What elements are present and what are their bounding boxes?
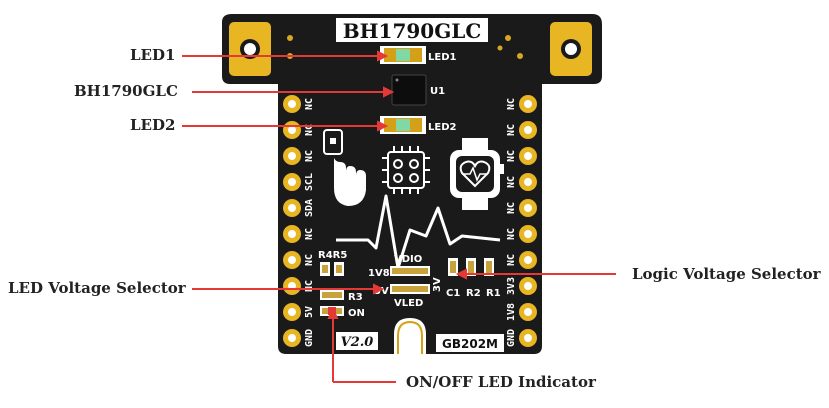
right-pin-label: NC bbox=[506, 176, 517, 188]
silk-r3: R3 bbox=[348, 292, 363, 303]
silk-led1: LED1 bbox=[428, 52, 457, 63]
left-pin-hole bbox=[288, 100, 296, 108]
right-pin-hole bbox=[524, 282, 532, 290]
silk-led2: LED2 bbox=[428, 122, 457, 133]
right-pin-hole bbox=[524, 256, 532, 264]
right-pin-hole bbox=[524, 230, 532, 238]
r3-pads bbox=[320, 290, 344, 300]
board-title: BH1790GLC bbox=[343, 19, 482, 43]
silk-vled: VLED bbox=[394, 298, 423, 309]
hand-icon bbox=[323, 129, 366, 206]
led2-component bbox=[380, 116, 426, 134]
left-pin-label: 5V bbox=[304, 306, 315, 318]
callout-on-off-led-indicator: ON/OFF LED Indicator bbox=[406, 373, 596, 391]
left-pin-label: SDA bbox=[304, 199, 315, 217]
callout-chip: BH1790GLC bbox=[74, 82, 178, 100]
right-pin-label: 3V3 bbox=[506, 277, 517, 295]
left-pin-label: GND bbox=[304, 329, 315, 347]
left-pin-label: NC bbox=[304, 280, 315, 292]
left-pin-hole bbox=[288, 256, 296, 264]
right-pin-label: GND bbox=[506, 329, 517, 347]
heartbeat-wave bbox=[336, 194, 501, 270]
left-pin-label: NC bbox=[304, 228, 315, 240]
right-pin-hole bbox=[524, 308, 532, 316]
silk-1v8: 1V8 bbox=[368, 268, 390, 279]
left-pin-label: NC bbox=[304, 254, 315, 266]
right-pin-hole bbox=[524, 204, 532, 212]
callout-logic-voltage-selector: Logic Voltage Selector bbox=[632, 265, 821, 283]
mounting-hole-right bbox=[550, 22, 592, 76]
silk-vdio: VDIO bbox=[394, 254, 422, 265]
silk-on: ON bbox=[348, 308, 365, 319]
mounting-hole-left bbox=[229, 22, 271, 76]
version-plate bbox=[336, 332, 378, 350]
led1-component bbox=[380, 46, 426, 64]
right-pin-label: NC bbox=[506, 98, 517, 110]
right-pin-label: NC bbox=[506, 254, 517, 266]
title-plate bbox=[336, 18, 488, 42]
silk-5v: 5V bbox=[374, 286, 389, 297]
board-version: V2.0 bbox=[341, 335, 374, 350]
part-number-plate bbox=[436, 334, 504, 352]
callout-led2: LED2 bbox=[130, 116, 176, 134]
smartwatch-heart-icon bbox=[450, 138, 504, 210]
silk-r2: R2 bbox=[466, 288, 481, 299]
left-pin-hole bbox=[288, 178, 296, 186]
left-pin-label: SCL bbox=[304, 173, 315, 191]
left-pin-hole bbox=[288, 204, 296, 212]
left-pin-hole bbox=[288, 308, 296, 316]
left-pin-hole bbox=[288, 334, 296, 342]
callout-arrows bbox=[182, 50, 616, 383]
board-part-number: GB202M bbox=[442, 337, 498, 351]
silk-r1: R1 bbox=[486, 288, 501, 299]
left-pin-label: NC bbox=[304, 98, 315, 110]
right-pin-label: 1V8 bbox=[506, 303, 517, 321]
left-pin-label: NC bbox=[304, 124, 315, 136]
silk-c1: C1 bbox=[446, 288, 460, 299]
c1-r2-r1-parts bbox=[448, 258, 494, 276]
pcb-board bbox=[222, 14, 602, 354]
right-pin-hole bbox=[524, 100, 532, 108]
silk-u1: U1 bbox=[430, 86, 445, 97]
callout-led-voltage-selector: LED Voltage Selector bbox=[8, 279, 186, 297]
right-pin-label: NC bbox=[506, 228, 517, 240]
voltage-selector-jumpers bbox=[390, 266, 430, 294]
right-pin-label: NC bbox=[506, 150, 517, 162]
right-pin-hole bbox=[524, 334, 532, 342]
right-pin-hole bbox=[524, 178, 532, 186]
right-pin-hole bbox=[524, 152, 532, 160]
silk-r4r5: R4R5 bbox=[318, 250, 347, 261]
callout-led1: LED1 bbox=[130, 46, 176, 64]
left-pin-header: NC NC NC SCL SDA NC NC NC 5V GND bbox=[283, 95, 315, 347]
right-pin-label: NC bbox=[506, 202, 517, 214]
bottom-slot bbox=[394, 318, 426, 354]
right-pin-label: NC bbox=[506, 124, 517, 136]
processor-icon bbox=[382, 146, 430, 194]
chip-u1 bbox=[391, 74, 427, 106]
silk-3v: 3V bbox=[432, 277, 443, 292]
left-pin-label: NC bbox=[304, 150, 315, 162]
left-pin-hole bbox=[288, 230, 296, 238]
left-pin-hole bbox=[288, 126, 296, 134]
left-pin-hole bbox=[288, 152, 296, 160]
right-pin-hole bbox=[524, 126, 532, 134]
r4-r5-pads bbox=[320, 262, 344, 276]
